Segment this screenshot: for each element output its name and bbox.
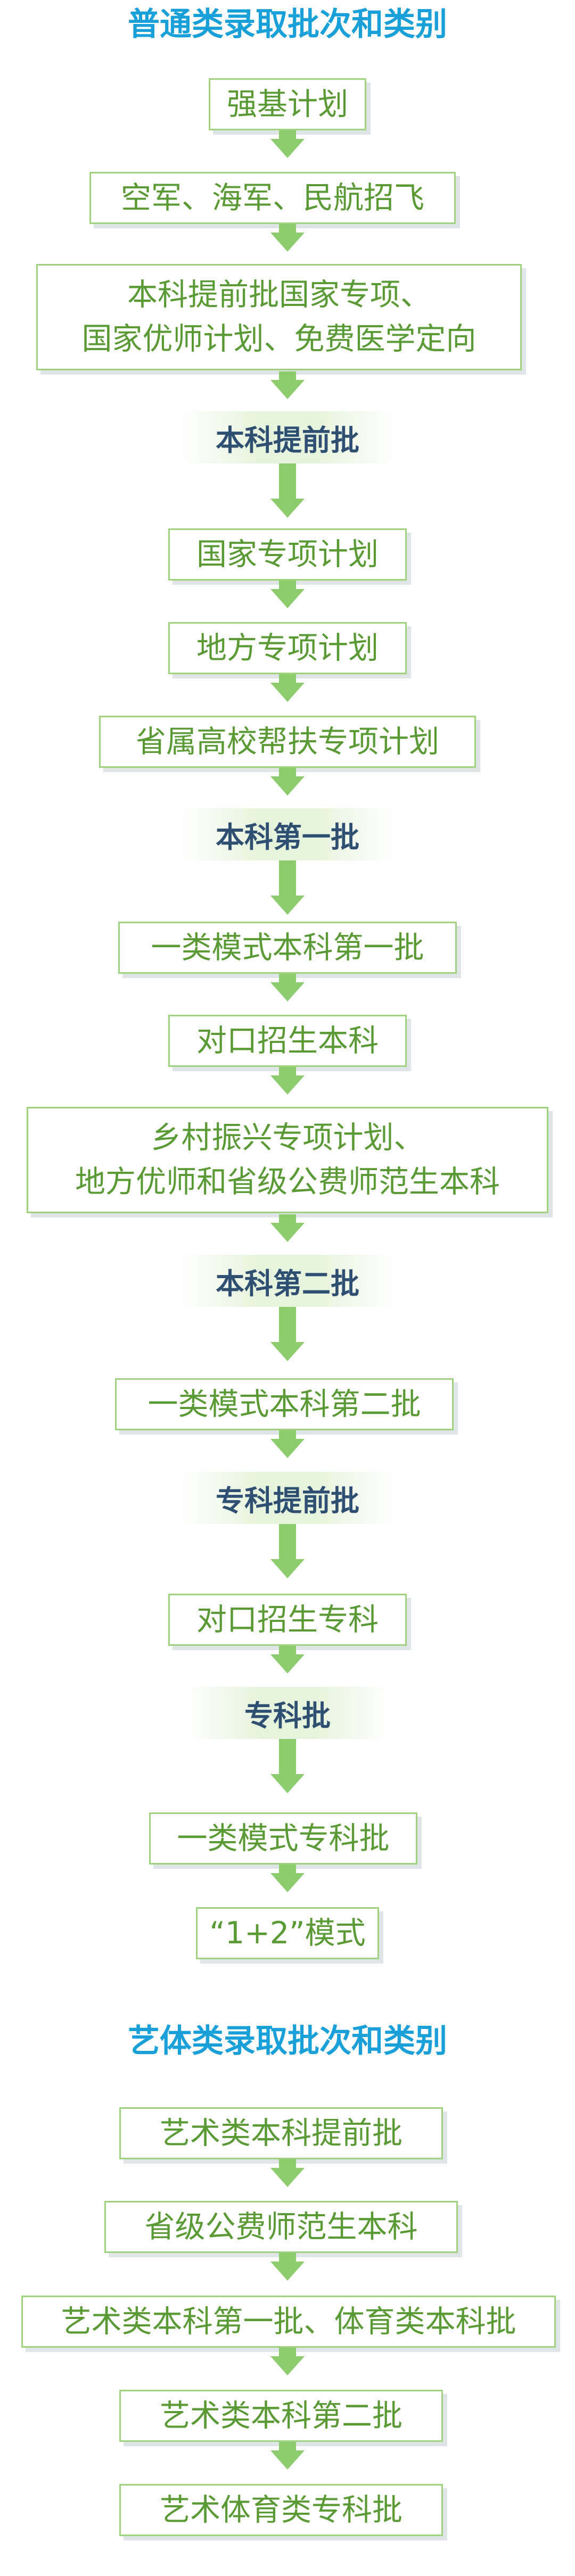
flow-box-mode1-second: 一类模式本科第二批	[115, 1378, 454, 1430]
flow-box-1plus2-mode: “1+2”模式	[196, 1907, 379, 1959]
flow-box-art-sports-vocational: 艺术体育类专科批	[119, 2484, 443, 2536]
flow-box-pilot-recruitment: 空军、海军、民航招飞	[89, 172, 456, 224]
flow-box-rural-revitalization: 乡村振兴专项计划、 地方优师和省级公费师范生本科	[27, 1107, 548, 1213]
flow-box-art-first-sports: 艺术类本科第一批、体育类本科批	[21, 2296, 556, 2348]
flow-box-early-national-special: 本科提前批国家专项、 国家优师计划、免费医学定向	[36, 264, 522, 370]
flow-box-mode1-first: 一类模式本科第一批	[118, 922, 457, 974]
flow-box-art-second: 艺术类本科第二批	[119, 2390, 443, 2442]
batch-label-undergrad-second: 本科第二批	[181, 1255, 394, 1307]
flow-box-public-teacher: 省级公费师范生本科	[104, 2201, 458, 2253]
batch-label-undergrad-first: 本科第一批	[181, 808, 394, 860]
flow-box-mode1-vocational: 一类模式专科批	[149, 1812, 417, 1865]
section-title-art-sports: 艺体类录取批次和类别	[128, 2023, 447, 2060]
section-title-general: 普通类录取批次和类别	[128, 6, 447, 43]
flow-box-national-special: 国家专项计划	[168, 528, 407, 581]
batch-label-vocational: 专科批	[186, 1687, 389, 1739]
flow-box-provincial-support: 省属高校帮扶专项计划	[99, 716, 476, 768]
flow-box-vocational-undergrad: 对口招生本科	[168, 1015, 407, 1067]
flow-box-local-special: 地方专项计划	[168, 622, 407, 674]
batch-label-vocational-early: 专科提前批	[181, 1472, 394, 1524]
flow-box-vocational-college: 对口招生专科	[168, 1594, 407, 1646]
flow-box-art-early: 艺术类本科提前批	[119, 2107, 443, 2159]
flow-box-qiangji: 强基计划	[209, 78, 366, 130]
batch-label-undergrad-early: 本科提前批	[181, 411, 394, 463]
